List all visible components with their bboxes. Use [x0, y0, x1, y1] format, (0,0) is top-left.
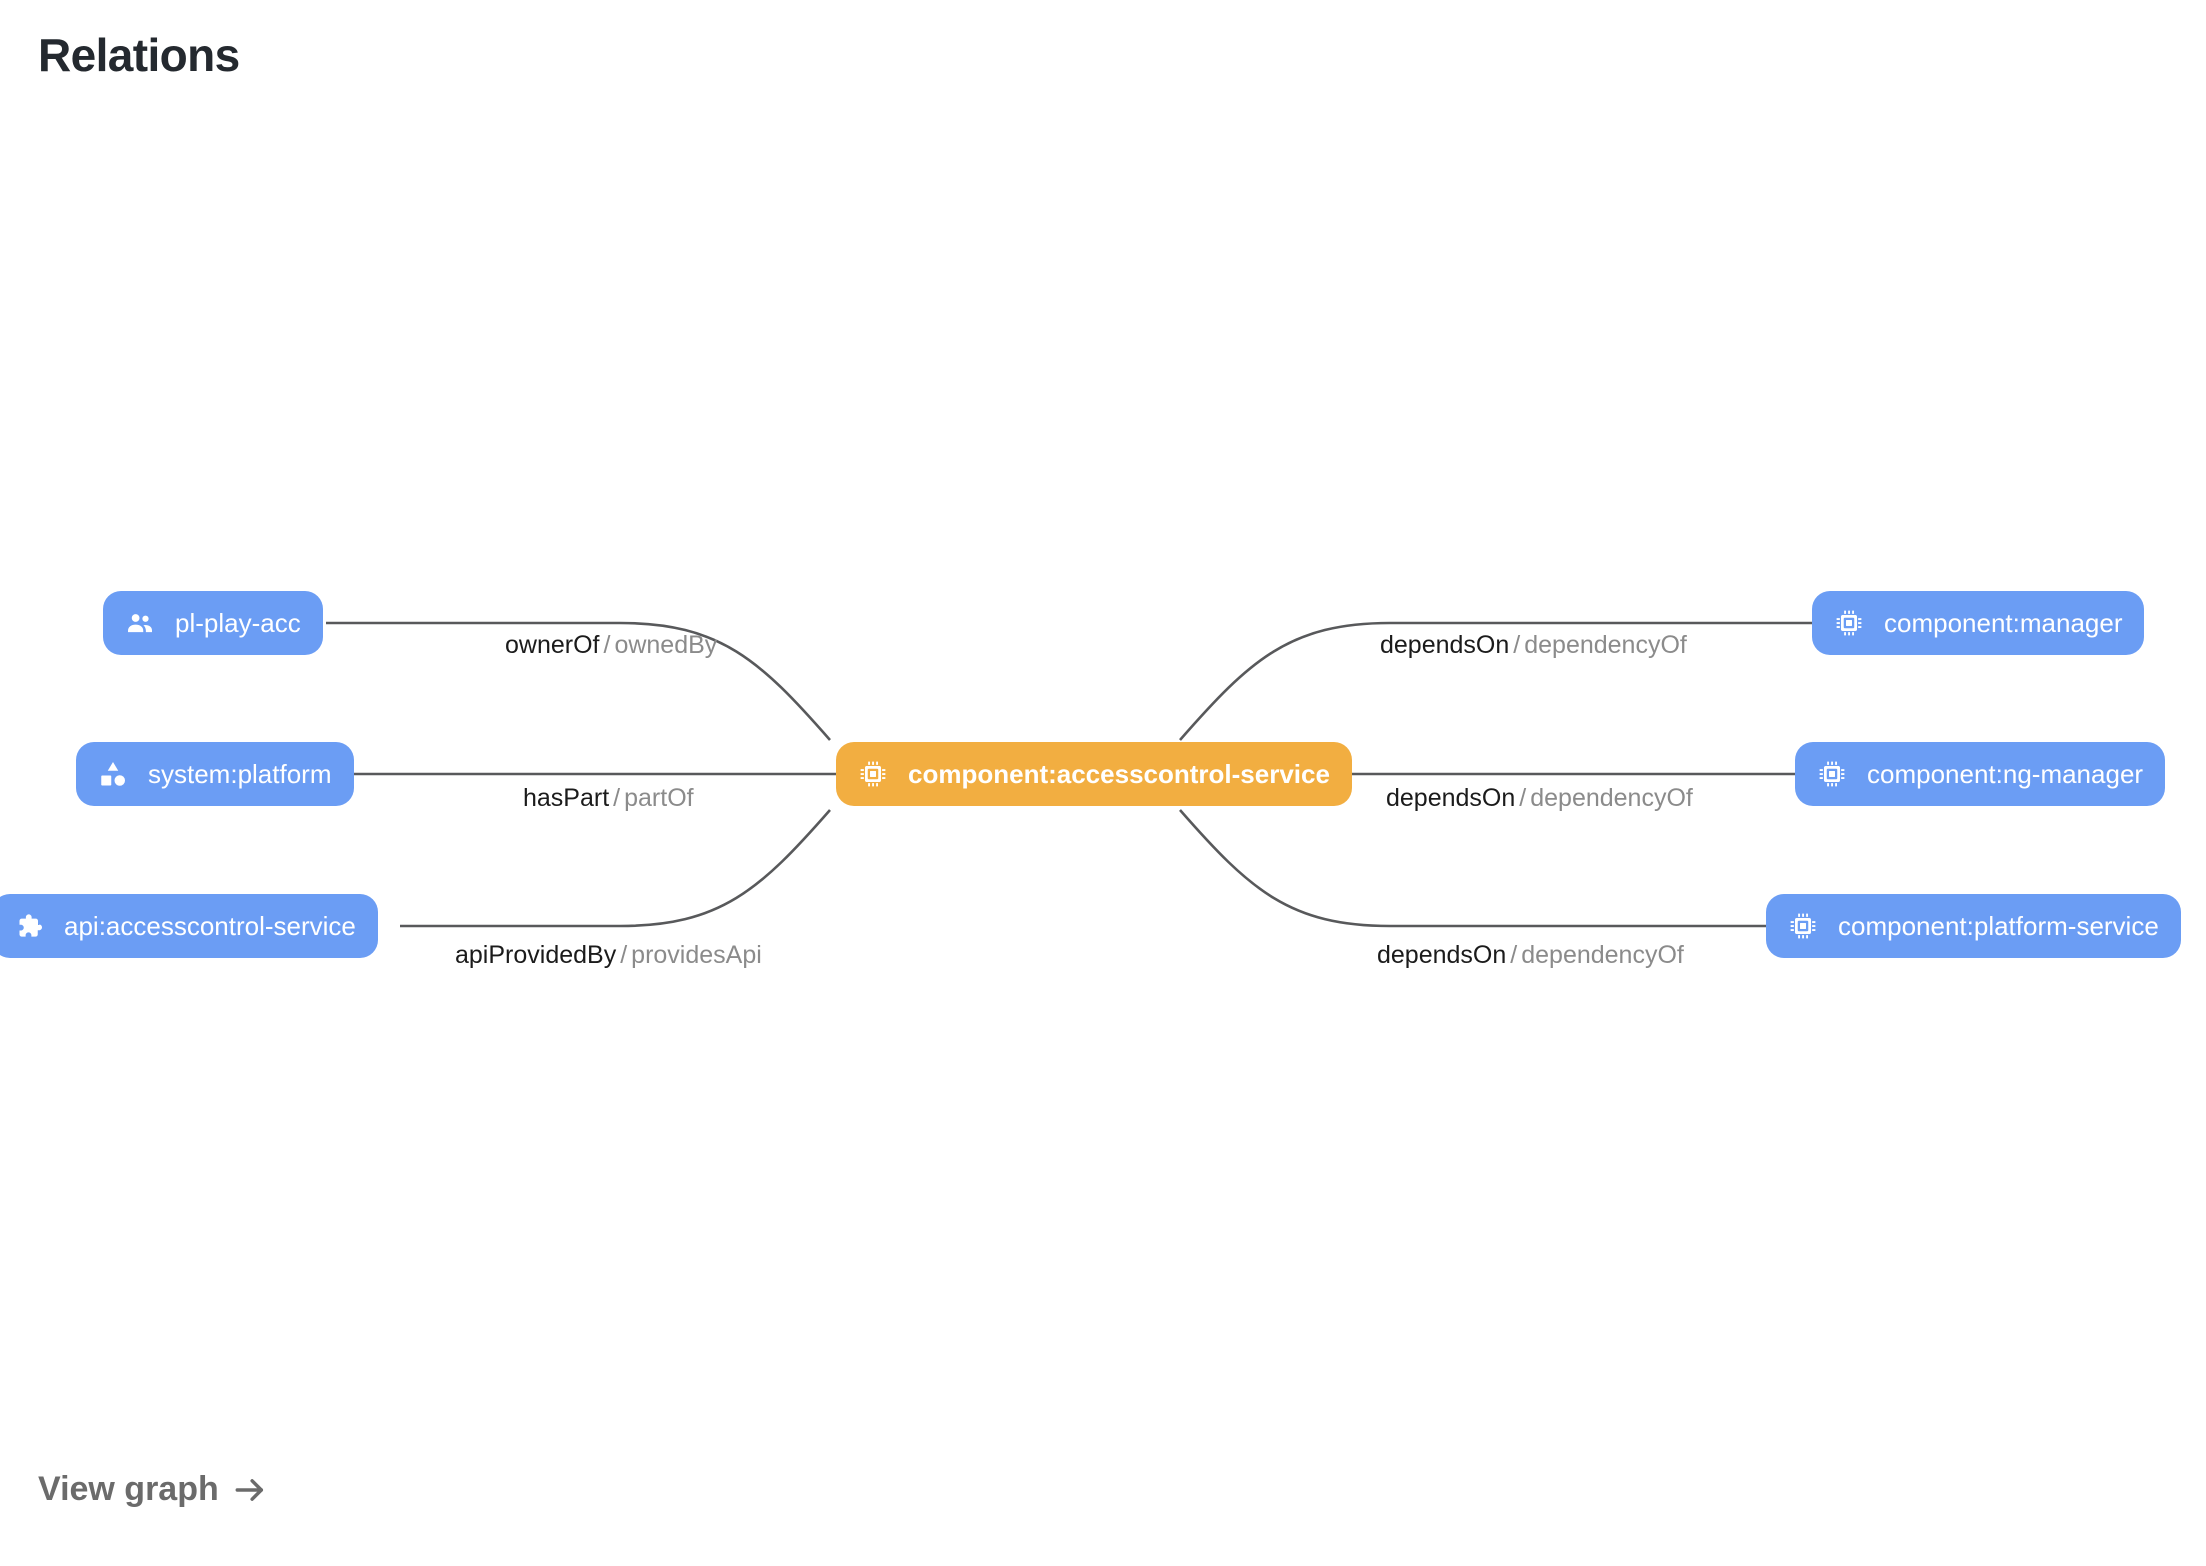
edge-label-reverse: providesApi — [631, 941, 762, 969]
edge-label-reverse: dependencyOf — [1524, 631, 1687, 659]
page-title: Relations — [38, 29, 240, 81]
edge-label-separator: / — [603, 631, 611, 659]
chip-icon — [1817, 759, 1847, 789]
edge-label-forward: apiProvidedBy — [455, 941, 617, 969]
group-icon — [125, 608, 155, 638]
edge-label-separator: / — [1519, 784, 1527, 812]
edge-dependsOn-platform-service — [1179, 809, 1766, 928]
edge-label-reverse: partOf — [624, 784, 694, 812]
edge-label-forward: dependsOn — [1377, 941, 1507, 969]
arrow-right-icon — [231, 1473, 269, 1507]
edge-label-separator: / — [1513, 631, 1521, 659]
graph-node-label: component:accesscontrol-service — [908, 759, 1330, 789]
graph-node-label: api:accesscontrol-service — [64, 911, 356, 941]
edge-label-dependsOn-manager: dependsOn/dependencyOf — [1380, 633, 1687, 658]
edge-label-dependsOn-platform-service: dependsOn/dependencyOf — [1377, 943, 1684, 968]
graph-node-label: component:manager — [1884, 608, 2123, 638]
edge-label-separator: / — [613, 784, 621, 812]
graph-node-component-manager[interactable]: component:manager — [1812, 591, 2145, 655]
edge-label-apiProvidedBy: apiProvidedBy/providesApi — [455, 943, 762, 968]
edge-label-reverse: dependencyOf — [1530, 784, 1693, 812]
edge-label-ownerOf: ownerOf/ownedBy — [505, 633, 717, 658]
graph-node-component-ng-manager[interactable]: component:ng-manager — [1795, 742, 2166, 806]
graph-node-component-accesscontrol-service[interactable]: component:accesscontrol-service — [836, 742, 1352, 806]
puzzle-icon — [14, 911, 44, 941]
graph-node-component-platform-service[interactable]: component:platform-service — [1766, 894, 2181, 958]
edge-label-separator: / — [1510, 941, 1518, 969]
edge-label-forward: ownerOf — [505, 631, 600, 659]
edge-label-reverse: ownedBy — [614, 631, 718, 659]
view-graph-label: View graph — [38, 1470, 219, 1508]
chip-icon — [1834, 608, 1864, 638]
graph-node-label: system:platform — [148, 759, 332, 789]
graph-node-label: pl-play-acc — [175, 608, 301, 638]
chip-icon — [858, 759, 888, 789]
edge-label-hasPart: hasPart/partOf — [523, 786, 694, 811]
graph-node-label: component:platform-service — [1838, 911, 2159, 941]
graph-node-label: component:ng-manager — [1867, 759, 2144, 789]
edge-label-separator: / — [620, 941, 628, 969]
graph-node-api-accesscontrol-service[interactable]: api:accesscontrol-service — [0, 894, 378, 958]
chip-icon — [1788, 911, 1818, 941]
edge-label-reverse: dependencyOf — [1521, 941, 1684, 969]
edge-apiProvidedBy — [400, 809, 831, 928]
edge-label-forward: dependsOn — [1386, 784, 1516, 812]
graph-node-pl-play-acc[interactable]: pl-play-acc — [103, 591, 323, 655]
edge-label-forward: hasPart — [523, 784, 610, 812]
graph-node-system-platform[interactable]: system:platform — [76, 742, 354, 806]
category-icon — [98, 759, 128, 789]
edge-label-forward: dependsOn — [1380, 631, 1510, 659]
edge-label-dependsOn-ng-manager: dependsOn/dependencyOf — [1386, 786, 1693, 811]
view-graph-link[interactable]: View graph — [38, 1470, 269, 1509]
